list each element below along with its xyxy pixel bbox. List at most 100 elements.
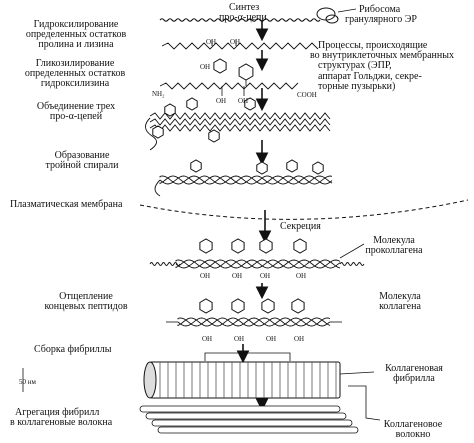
triple-helix [159,175,333,185]
oh-label: OH [260,272,271,280]
synthesis-label: Синтез [229,2,260,13]
fibril-rod [139,405,341,413]
sugar-ring [231,298,245,314]
sugar-ring [256,161,268,175]
mrna-chain [159,18,321,22]
procollagen-label-2: проколлагена [365,245,423,256]
terminal-coil [154,179,161,197]
aggregation-label-1: Агрегация фибрилл [15,407,100,418]
joining-label-2: про-α-цепей [49,111,103,122]
triple-helix [159,175,333,185]
processes-label-2: во внутриклеточных мембранных [310,50,454,61]
cooh-label: COOH [297,91,317,99]
sugar-ring [199,238,213,254]
oh-label: OH [232,272,243,280]
glycosylation-label-2: определенных остатков [24,68,126,79]
oh-label: OH [234,335,245,343]
sugar-ring [261,298,275,314]
sugar-ring [286,159,298,173]
membrane-label: Плазматическая мембрана [10,199,123,210]
ribosome-label: Рибосома [359,4,401,15]
pro-alpha-chain [149,124,331,132]
pro-alpha-chain [149,118,331,126]
fibril-assembly-label: Сборка фибриллы [34,344,112,355]
sugar-ring [259,238,273,254]
fiber-pointer [348,385,381,421]
scale-label: 50 нм [19,378,36,386]
oh-label: OH [296,272,307,280]
oh-label: OH [294,335,305,343]
oh-label: OH [200,63,211,71]
oh-label: OH [202,335,213,343]
glycosylated-chain [159,82,299,90]
aggregation-label-2: в коллагеновые волокна [10,417,113,428]
sugar-ring [291,298,305,314]
secretion-label: Секреция [280,221,321,232]
pro-chains-label: про-α-цепи [219,12,267,23]
fibril-rod [157,426,359,434]
processes-label-1: Процессы, происходящие [318,40,428,51]
ribosome-shape [325,14,339,24]
cleavage-label-1: Отщепление [59,291,113,302]
sugar-ring [293,238,307,254]
glycosylation-label-1: Гликозилирование [35,58,115,69]
collagen-fibril-label-1: Коллагеновая [385,363,443,374]
collagen-fibril [149,361,341,399]
cleavage-label-2: концевых пептидов [44,301,128,312]
collagen-molecule-label-1: Молекула [379,291,421,302]
oh-label: OH [238,97,249,105]
fibril-end [143,361,157,399]
propeptide-coil [339,262,365,266]
procollagen-helix [175,259,341,269]
oh-label: OH [266,335,277,343]
procollagen-helix [175,259,341,269]
oh-label: OH [216,97,227,105]
plasma-membrane [139,199,469,220]
terminal-coil [145,117,157,151]
fibril-bracket [204,352,291,361]
ribosome-pointer [337,8,357,13]
sugar-ring [208,129,220,143]
nh2-label: NH₂ [152,90,165,98]
fibril-pointer [339,371,375,375]
procollagen-helix [175,259,341,269]
hydroxylated-chain [161,42,319,50]
oh-label: OH [206,38,217,46]
collagen-fiber-label-2: волокно [395,429,431,440]
sugar-ring [186,97,198,111]
sugar-ring [152,125,164,139]
oh-label: OH [230,38,241,46]
sugar-ring [312,161,324,175]
collagen-helix [177,317,331,327]
triple-helix-label-2: тройной спирали [45,160,119,171]
oh-label: OH [200,272,211,280]
collagen-molecule-label-2: коллагена [379,301,421,312]
propeptide-coil [149,262,181,266]
sugar-ring [238,63,254,81]
sugar-ring [164,103,176,117]
sugar-ring [199,298,213,314]
procollagen-label-1: Молекула [373,235,415,246]
procollagen-pointer [339,243,365,259]
fibril-rod [145,412,347,420]
joining-label-1: Объединение трех [36,101,116,112]
processes-label-3: структурах (ЭПР, [318,60,392,71]
sugar-ring [190,159,202,173]
fibril-rod [151,419,353,427]
glycosylation-label-3: гидроксилизина [40,78,110,89]
processes-label-4: аппарат Гольджи, секре- [318,71,422,82]
pro-alpha-chain [149,112,331,120]
collagen-fibril-label-2: фибрилла [393,373,435,384]
collagen-fiber-label-1: Коллагеновое [383,419,443,430]
hydroxylation-label-2: определенных остатков [25,29,127,40]
ribosome-er-label: гранулярного ЭР [345,14,417,25]
processes-label-5: торные пузырьки) [318,81,396,92]
hydroxylation-label-3: пролина и лизина [38,39,114,50]
sugar-ring [231,238,245,254]
hydroxylation-label-1: Гидроксилирование [33,19,119,30]
triple-helix-label-1: Образование [54,150,110,161]
sugar-ring [213,58,227,74]
sugar-ring [244,97,256,111]
